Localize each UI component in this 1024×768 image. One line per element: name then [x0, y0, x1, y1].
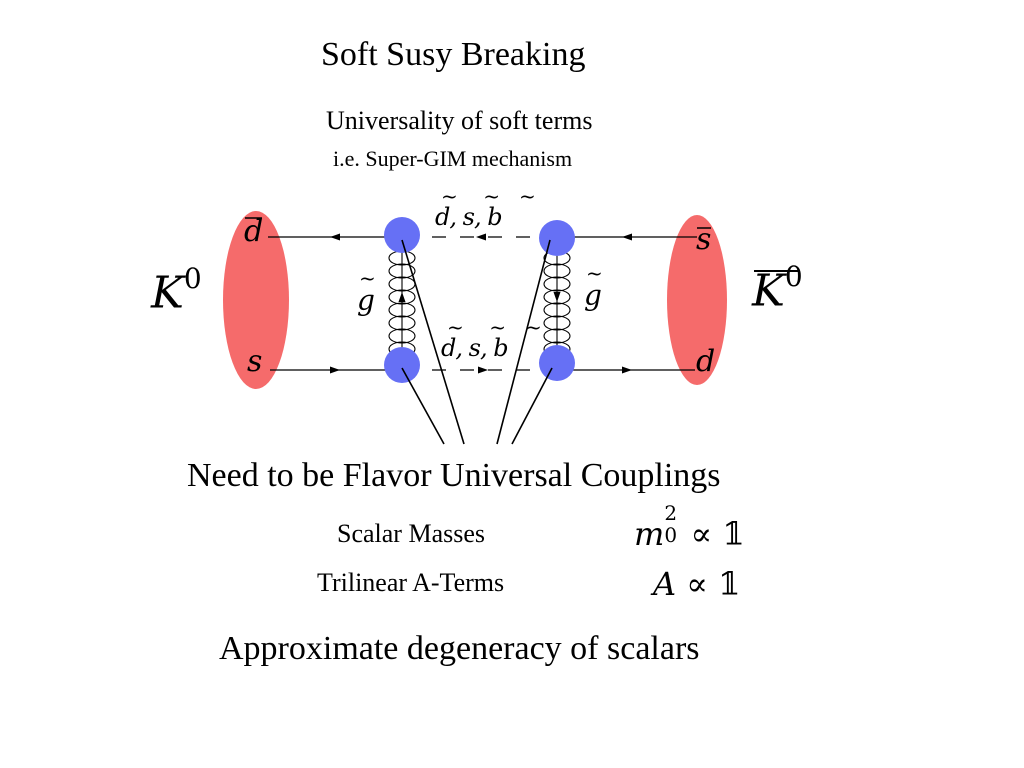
k0-superscript: 0: [183, 262, 202, 295]
quark-label-right-top: s: [696, 222, 712, 257]
gluino-line-right: [543, 237, 571, 365]
gluino-tilde-right: ~: [586, 261, 603, 285]
squark-label-top: d, s, b: [435, 203, 503, 231]
slide-subtitle-2: i.e. Super-GIM mechanism: [333, 146, 573, 171]
identity-symbol-1: 𝟙: [722, 515, 745, 553]
pointer-line-3: [496, 239, 551, 445]
pointer-line-4: [511, 367, 553, 445]
m-symbol: m: [634, 515, 665, 553]
k0-meson-blob: [223, 211, 289, 389]
vertex-top-right: [539, 220, 575, 256]
gluino-label-left: g: [357, 284, 375, 317]
slide-subtitle: Universality of soft terms: [326, 106, 593, 135]
vertex-bottom-left: [384, 347, 420, 383]
slide-title: Soft Susy Breaking: [321, 36, 586, 73]
squark-label-bottom: d, s, b: [441, 334, 509, 362]
scalar-masses-label: Scalar Masses: [337, 519, 486, 548]
gluino-label-right: g: [584, 279, 602, 312]
gluino-tilde-left: ~: [359, 266, 376, 290]
k0-label: K0: [151, 262, 202, 319]
identity-symbol-2: 𝟙: [718, 565, 741, 603]
flavor-universal-heading: Need to be Flavor Universal Couplings: [187, 457, 721, 494]
quark-label-left-top: d: [244, 214, 264, 249]
vertex-bottom-right: [539, 345, 575, 381]
quark-label-left-bottom: s: [247, 344, 263, 379]
quark-label-right-bottom: d: [696, 344, 716, 379]
k0bar-label: K0: [752, 260, 803, 317]
squark-tildes-bottom: ~ ~ ~: [447, 315, 542, 339]
vertex-top-left: [384, 217, 420, 253]
k0bar-superscript: 0: [784, 260, 803, 293]
squark-tildes-top: ~ ~ ~: [441, 184, 536, 208]
conclusion-text: Approximate degeneracy of scalars: [219, 630, 700, 667]
propto-symbol-2: ∝: [686, 565, 708, 603]
a-symbol: A: [653, 565, 677, 603]
pointer-line-1: [401, 239, 465, 445]
m-subscript: 0: [664, 523, 678, 547]
trilinear-a-terms-label: Trilinear A-Terms: [317, 568, 505, 597]
pointer-line-2: [401, 367, 445, 445]
propto-symbol-1: ∝: [690, 515, 713, 553]
trilinear-formula: A ∝ 𝟙: [653, 565, 740, 603]
k0bar-meson-blob: [667, 215, 727, 385]
m-superscript: 2: [664, 501, 678, 525]
